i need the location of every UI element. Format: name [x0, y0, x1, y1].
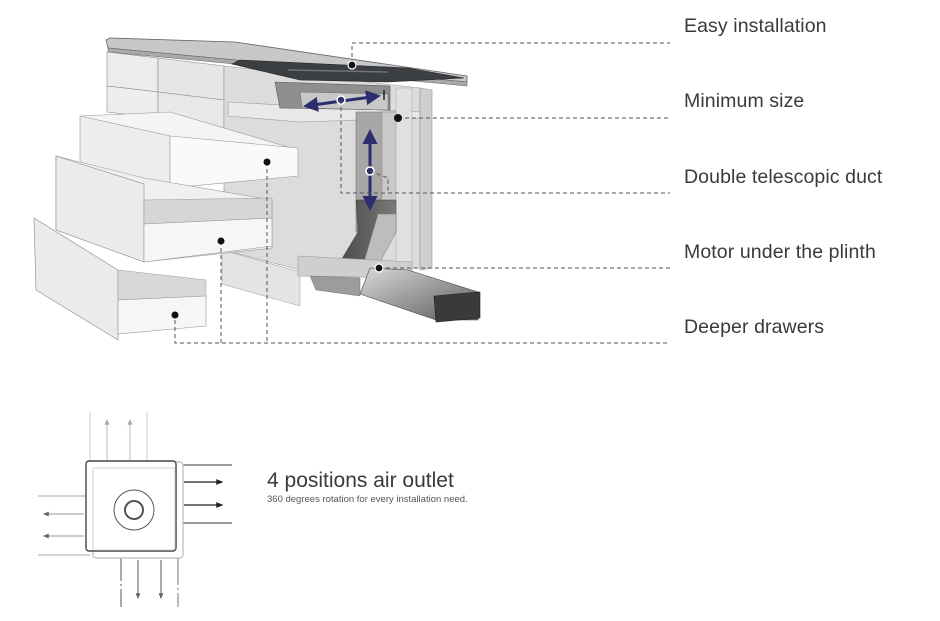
drawer-side — [33, 217, 119, 341]
back-drawer-front — [106, 51, 159, 93]
fan-hub-icon — [124, 500, 144, 520]
outlet-duct-opening — [433, 291, 481, 323]
motor-box — [309, 275, 361, 297]
callout-dot — [263, 158, 271, 166]
feature-label-easy-installation: Easy installation — [684, 15, 827, 37]
leader-double-telescopic-duct — [340, 100, 670, 194]
feature-label-double-telescopic-duct: Double telescopic duct — [684, 166, 883, 188]
drawer-inner-shelf — [117, 269, 207, 301]
leader-easy-installation — [351, 42, 670, 64]
drawer-front — [143, 217, 273, 263]
hob-zone-divider — [287, 69, 389, 73]
feature-label-minimum-size: Minimum size — [684, 90, 805, 112]
leader-deeper-drawers — [174, 313, 670, 344]
callout-dot — [217, 237, 225, 245]
drawer-bottom — [33, 217, 207, 341]
plinth-board — [221, 249, 301, 307]
fan-outer-ring-icon — [113, 489, 155, 531]
air-outlet-diagram — [38, 412, 232, 607]
callout-dots — [171, 60, 402, 319]
motor-plinth-duct — [297, 199, 481, 323]
callout-dot — [374, 263, 384, 273]
leader-lines — [174, 42, 670, 344]
drawer-middle — [55, 155, 273, 263]
leader-duct-secondary — [369, 170, 389, 193]
feature-label-deeper-drawers: Deeper drawers — [684, 316, 825, 338]
induction-hob — [231, 59, 465, 83]
outlet-subtitle: 360 degrees rotation for every installat… — [267, 494, 468, 505]
outlet-box — [85, 460, 177, 552]
drawer-front — [117, 295, 207, 335]
drawer-front — [169, 135, 299, 189]
callout-dot — [347, 60, 357, 70]
outlet-title: 4 positions air outlet — [267, 469, 454, 492]
feature-label-motor-under-plinth: Motor under the plinth — [684, 241, 876, 263]
callout-dot — [394, 114, 402, 122]
cabinet-back-edge — [419, 87, 433, 271]
outlet-box-inner — [92, 467, 176, 551]
duct-elbow-side — [363, 213, 397, 263]
callout-dot — [171, 311, 179, 319]
drawer-top — [79, 111, 299, 189]
